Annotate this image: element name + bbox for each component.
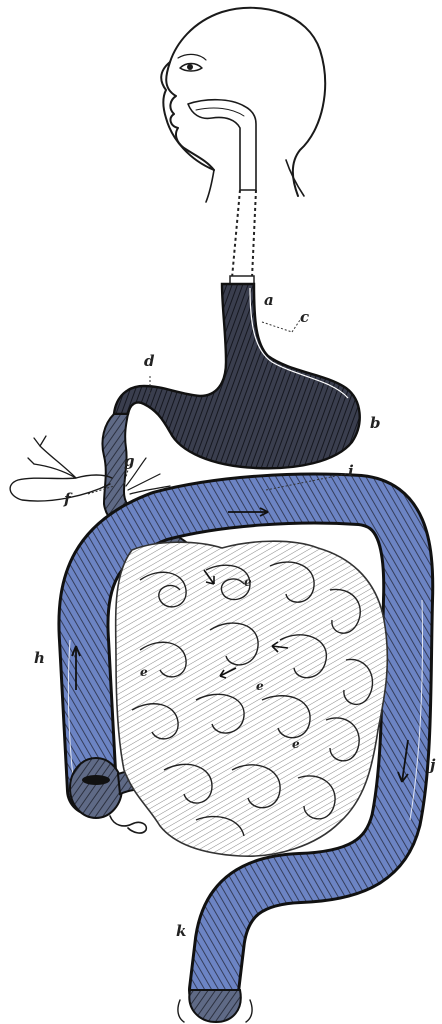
label-c: c (300, 308, 309, 326)
pharynx (188, 100, 256, 190)
label-e-2: e (140, 665, 148, 679)
label-b: b (370, 414, 381, 432)
label-e-4: e (292, 737, 300, 751)
label-d: d (144, 352, 155, 370)
esophagus (230, 190, 256, 284)
gallbladder-ducts (10, 436, 170, 501)
label-a: a (264, 291, 274, 309)
label-h: h (34, 649, 45, 667)
label-g: g (124, 452, 135, 470)
stomach (114, 284, 360, 468)
label-f: f (63, 490, 73, 508)
label-e-1: e (244, 575, 252, 589)
label-e-3: e (256, 679, 264, 693)
label-i: i (348, 462, 354, 480)
label-k: k (176, 922, 186, 940)
